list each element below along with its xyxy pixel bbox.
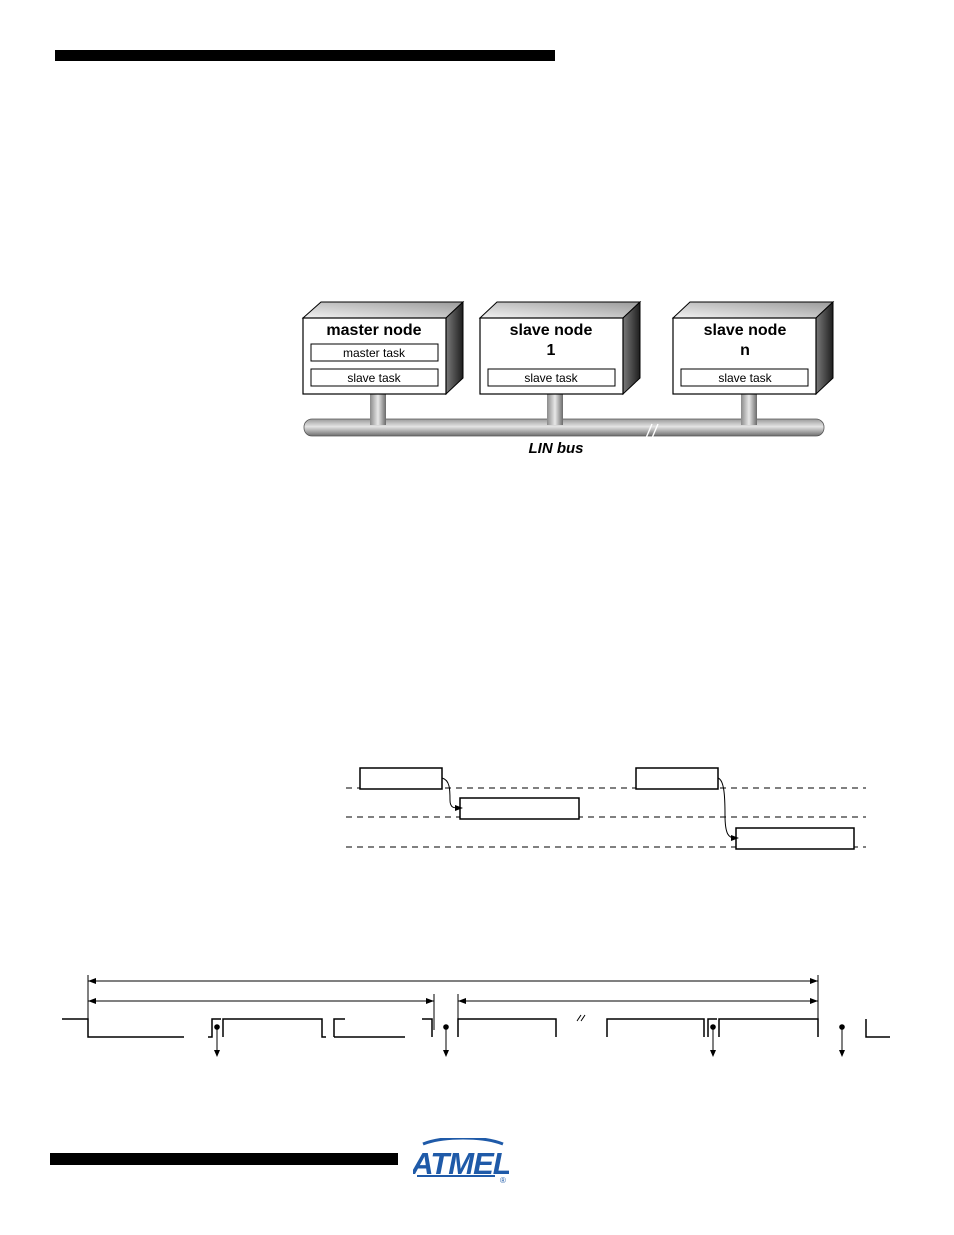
slave-node-1-title: slave node [510,322,593,339]
sample-point-3 [710,1024,716,1057]
master-node-stub [370,394,386,425]
slave-node-n-task-label: slave task [718,371,772,385]
sample-point-2 [443,1024,449,1057]
sequence-arrow-2 [717,777,739,841]
slave-node-n-title: slave node [704,322,787,339]
sample-point-1 [214,1024,220,1057]
frame-sequence-diagram [346,767,866,850]
lin-network-diagram: master node master task slave task slave… [301,300,835,457]
waveform-break-mark [576,1014,586,1022]
slave-node-n-task-box [680,368,809,387]
slave-node-1-task-box [487,368,616,387]
slave-node-1: slave node 1 slave task [478,300,642,396]
master-task-label: master task [343,346,406,360]
frame-timing-diagram [62,975,890,1057]
sequence-arrow-1 [441,777,463,811]
sequence-response-box-2 [735,827,855,850]
slave-node-n-number: n [740,342,750,359]
slave-node-1-task-label: slave task [524,371,578,385]
sequence-response-box-1 [459,797,580,820]
lin-bus-label: LIN bus [529,440,584,457]
registered-mark: ® [500,1176,506,1184]
bus-break-mark [645,423,659,439]
master-node-title: master node [326,322,421,339]
header-rule [55,50,555,61]
master-node: master node master task slave task [301,300,465,396]
footer-rule [50,1153,398,1165]
master-task-box [310,343,439,362]
master-slave-task-label: slave task [347,371,401,385]
atmel-logo: ATMEL ® [413,1138,509,1184]
sequence-header-box-1 [359,767,443,790]
slave-node-n-stub [741,394,757,425]
slave-node-1-number: 1 [547,342,556,359]
atmel-logo-mark: ATMEL ® [413,1138,509,1184]
bus-waveform [62,1018,890,1038]
sequence-header-box-2 [635,767,719,790]
lin-bus [303,418,825,437]
master-slave-task-box [310,368,439,387]
sample-point-4 [839,1024,845,1057]
slave-node-1-stub [547,394,563,425]
slave-node-n: slave node n slave task [671,300,835,396]
